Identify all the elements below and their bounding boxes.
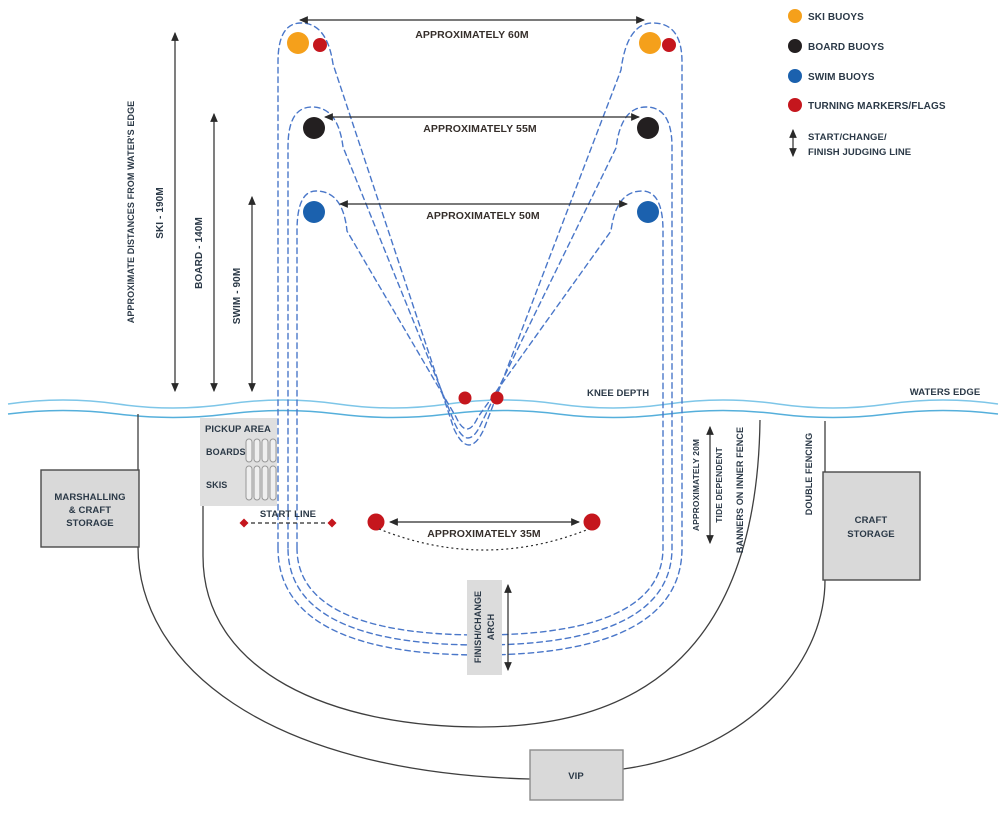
legend-label-judging-2: FINISH JUDGING LINE [808,147,911,158]
course-path-board [287,106,673,646]
beach-turn-marker-right [583,513,601,531]
marshalling-box [40,469,140,548]
turning-flag-ski-right [662,38,676,52]
fence-outer-right-arc [622,579,826,770]
legend-label-judging-1: START/CHANGE/ [808,132,887,143]
board-icons [245,438,277,463]
turning-flag-ski-left [313,38,327,52]
course-path-ski [277,22,683,656]
ski-icons [245,465,277,501]
double-fencing-label: DOUBLE FENCING [804,433,814,515]
legend-label-ski: SKI BUOYS [808,12,864,23]
marshalling-label-1: MARSHALLING [54,492,125,503]
marshalling-label-2: & CRAFT [69,505,111,516]
legend-label-board: BOARD BUOYS [808,42,884,53]
knee-turn-marker-right [490,391,504,405]
finish-arch-label-1: FINISH/CHANGE [473,591,483,663]
legend-label-swim: SWIM BUOYS [808,72,875,83]
start-line-marker-right [327,518,337,528]
finish-arch-box [467,580,502,675]
board-buoy-right [637,117,659,139]
craft-storage-box [822,471,921,581]
swim-width-label: APPROXIMATELY 50M [426,210,540,222]
course-path-swim [296,190,664,636]
fence-outer-left-arc [137,546,531,780]
ski-buoy-left [287,32,309,54]
legend-swatch-board [788,39,802,53]
swim-buoy-left [303,201,325,223]
ski-buoy-right [639,32,661,54]
tide-label-1: APPROXIMATELY 20M [691,439,701,531]
start-line-marker-left [239,518,249,528]
vip-label: VIP [568,771,584,782]
pickup-area-title: PICKUP AREA [205,424,271,435]
pickup-boards-label: BOARDS [206,447,246,457]
swim-buoy-right [637,201,659,223]
tide-label-2: TIDE DEPENDENT [714,447,724,523]
ski-distance-label: SKI - 190M [155,187,166,239]
craft-storage-label-1: CRAFT [855,515,888,526]
craft-storage-label-2: STORAGE [847,529,895,540]
start-line-label: START LINE [260,509,316,520]
distance-axis-title: APPROXIMATE DISTANCES FROM WATER'S EDGE [126,101,136,324]
board-buoy-left [303,117,325,139]
fence-inner [202,418,761,728]
board-width-label: APPROXIMATELY 55M [423,123,537,135]
start-gap-label: APPROXIMATELY 35M [427,528,541,540]
beach-turn-marker-left [367,513,385,531]
ski-width-label: APPROXIMATELY 60M [415,29,529,41]
legend-swatch-swim [788,69,802,83]
pickup-skis-label: SKIS [206,480,227,490]
waters-edge-label: WATERS EDGE [910,387,981,398]
knee-turn-marker-left [458,391,472,405]
swim-distance-label: SWIM - 90M [232,268,243,325]
waters-edge-line-upper [7,399,999,409]
finish-arch-label-2: ARCH [486,614,496,640]
board-distance-label: BOARD - 140M [194,217,205,289]
legend-swatch-turning [788,98,802,112]
legend: SKI BUOYS BOARD BUOYS SWIM BUOYS TURNING… [788,9,946,158]
banners-label: BANNERS ON INNER FENCE [735,427,745,553]
legend-label-turning: TURNING MARKERS/FLAGS [808,101,946,112]
waters-edge-line-lower [7,409,999,419]
vip-box [529,749,624,801]
knee-depth-label: KNEE DEPTH [587,388,649,399]
marshalling-label-3: STORAGE [66,518,114,529]
legend-swatch-ski [788,9,802,23]
